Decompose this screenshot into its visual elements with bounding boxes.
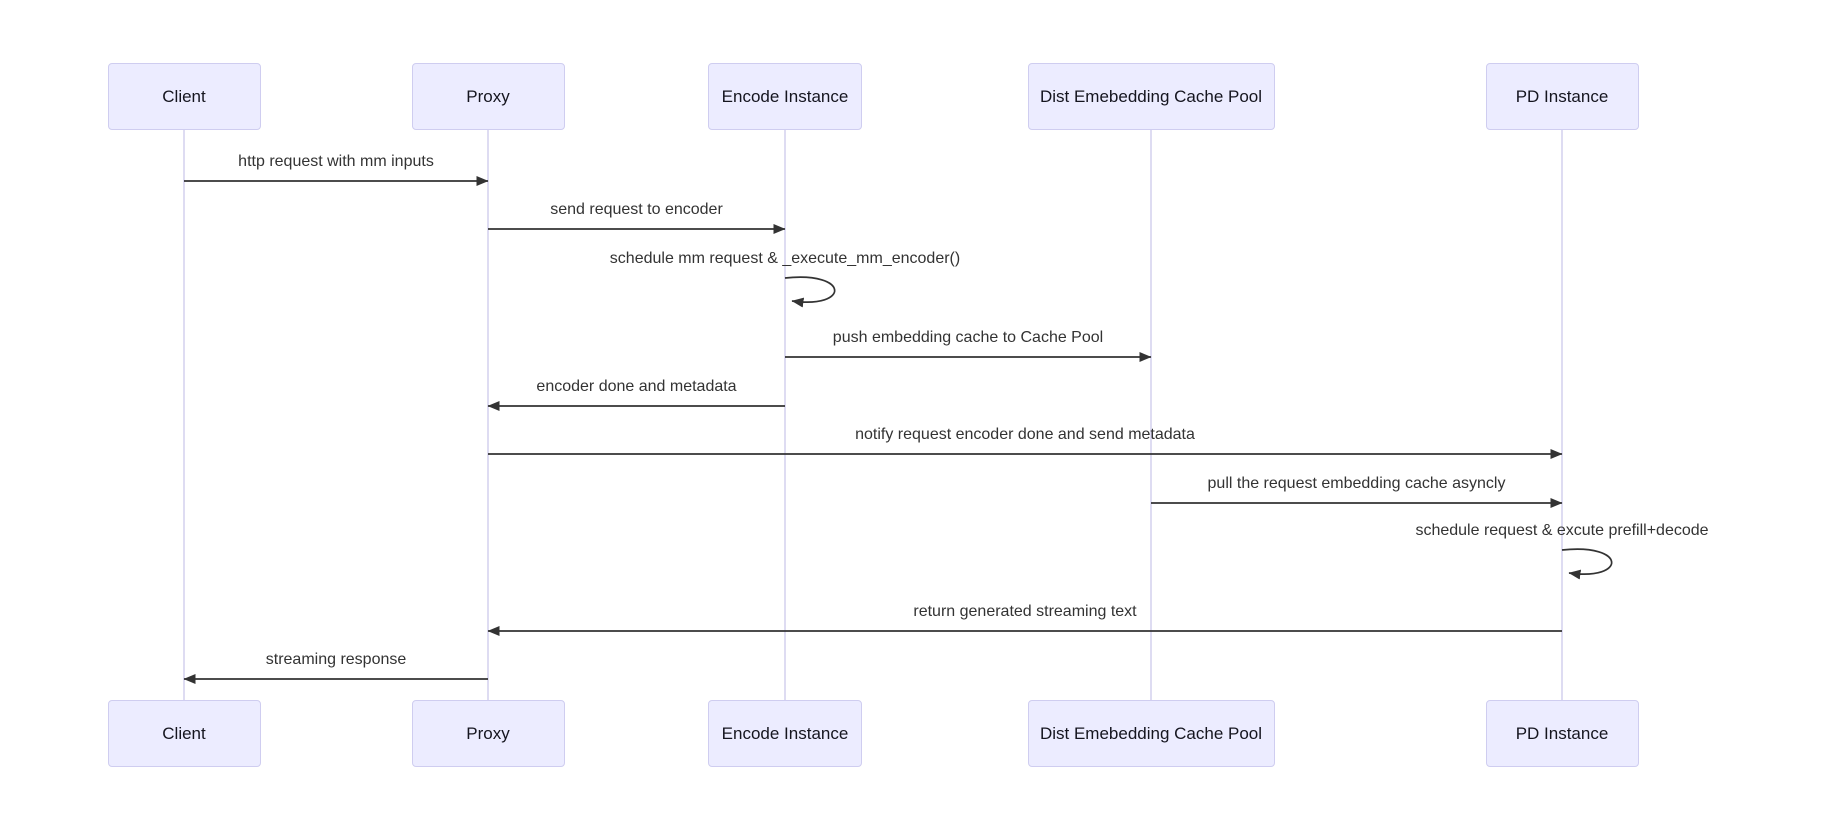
message-label-streaming-response: streaming response — [265, 651, 407, 668]
actor-label: Proxy — [466, 86, 510, 106]
actor-label: Client — [162, 723, 206, 743]
actor-label: Client — [162, 86, 206, 106]
message-label-return-generated-streaming-text: return generated streaming text — [913, 603, 1137, 620]
message-label-notify-request-encoder-done: notify request encoder done and send met… — [855, 426, 1195, 443]
message-label-encoder-done: encoder done and metadata — [536, 378, 737, 395]
message-label-schedule-mm-request: schedule mm request & _execute_mm_encode… — [609, 250, 961, 267]
actor-label: Encode Instance — [721, 86, 849, 106]
message-label-http-request: http request with mm inputs — [238, 153, 434, 170]
actor-label: Encode Instance — [721, 723, 849, 743]
actor-label: Dist Emebedding Cache Pool — [1039, 723, 1263, 743]
actor-box-dist-embedding-cache-pool-bottom: Dist Emebedding Cache Pool — [1027, 700, 1275, 767]
message-label-schedule-request-prefill-decode: schedule request & excute prefill+decode — [1415, 522, 1709, 539]
message-label-push-embedding-cache: push embedding cache to Cache Pool — [832, 329, 1104, 346]
actor-box-proxy-top: Proxy — [411, 63, 565, 130]
self-loop-arrow — [1561, 548, 1613, 580]
actor-box-client-bottom: Client — [107, 700, 261, 767]
actor-box-proxy-bottom: Proxy — [411, 700, 565, 767]
actor-box-client-top: Client — [107, 63, 261, 130]
self-loop-arrow — [784, 276, 836, 308]
actor-box-encode-instance-top: Encode Instance — [708, 63, 862, 130]
actor-label: Proxy — [466, 723, 510, 743]
message-label-send-request-to-encoder: send request to encoder — [550, 201, 723, 218]
actor-box-encode-instance-bottom: Encode Instance — [708, 700, 862, 767]
message-label-pull-request-embedding-cache: pull the request embedding cache asyncly — [1207, 475, 1506, 492]
actor-label: Dist Emebedding Cache Pool — [1039, 86, 1263, 106]
actor-box-dist-embedding-cache-pool-top: Dist Emebedding Cache Pool — [1027, 63, 1275, 130]
actor-label: PD Instance — [1515, 86, 1609, 106]
actor-box-pd-instance-top: PD Instance — [1485, 63, 1639, 130]
actor-box-pd-instance-bottom: PD Instance — [1485, 700, 1639, 767]
actor-label: PD Instance — [1515, 723, 1609, 743]
